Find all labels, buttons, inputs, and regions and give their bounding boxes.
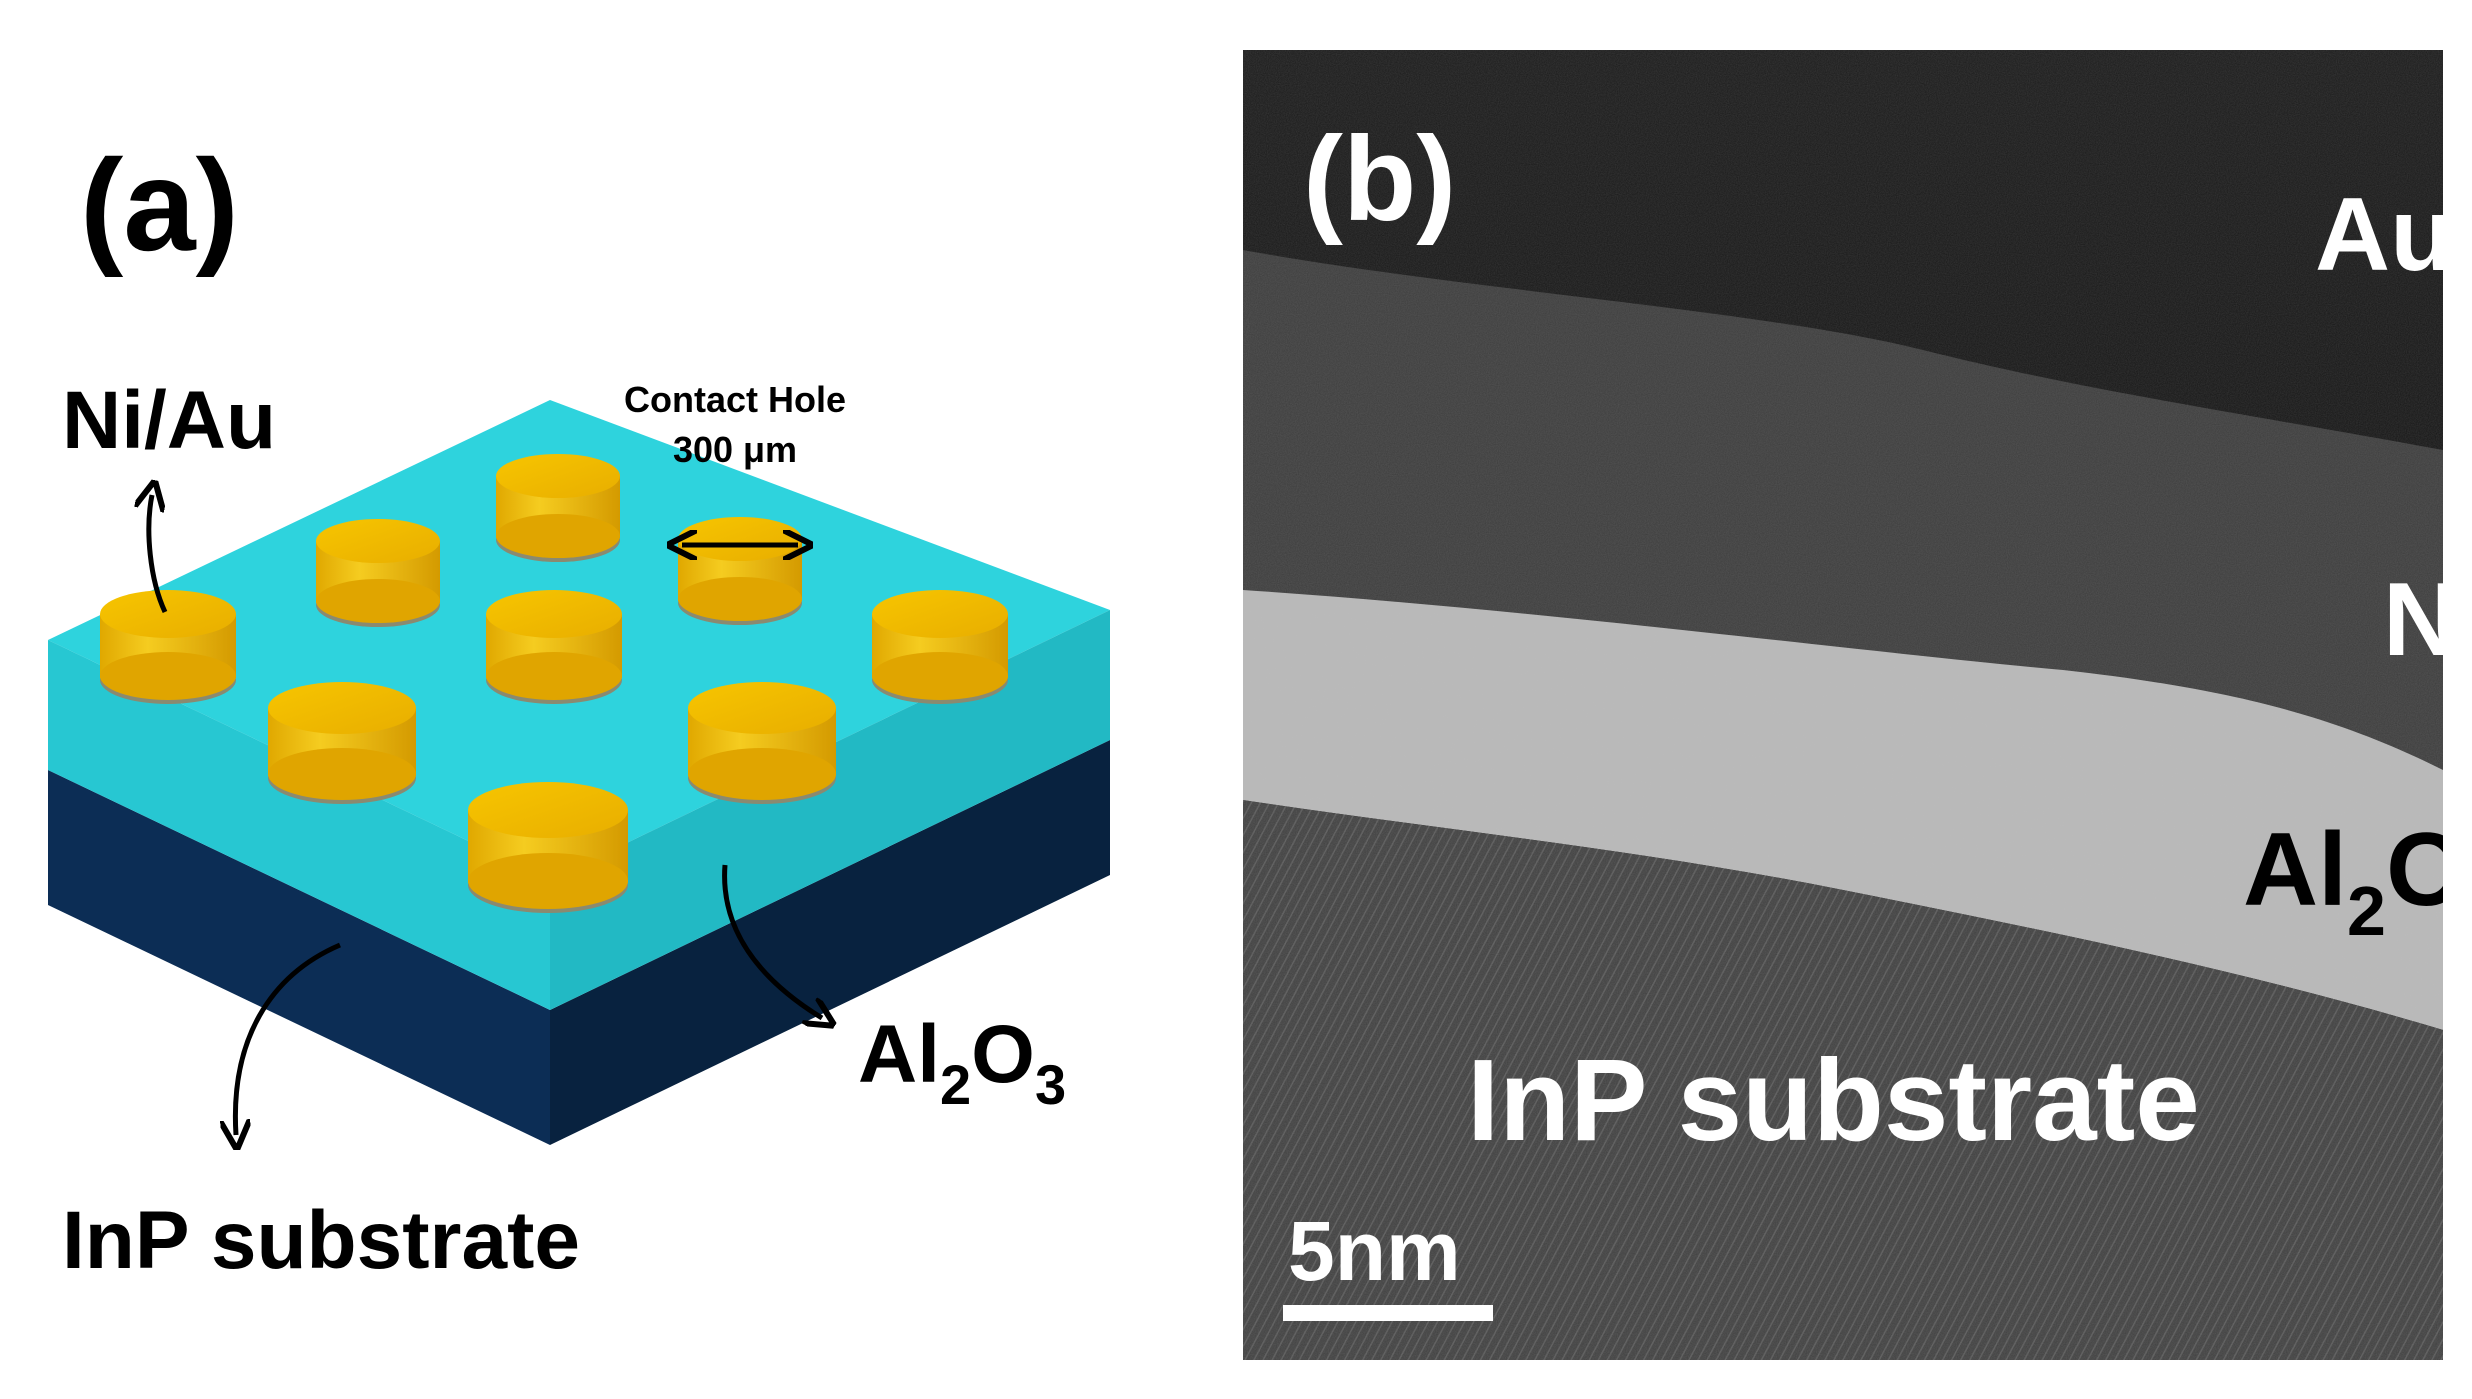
panel-b-label: (b) bbox=[1303, 112, 1456, 246]
contact-pad bbox=[268, 682, 416, 804]
contact-pad bbox=[316, 519, 440, 627]
substrate-left-face bbox=[48, 770, 550, 1145]
substrate-right-face bbox=[550, 740, 1110, 1145]
contact-hole-title: Contact Hole bbox=[624, 379, 846, 420]
oxide-right-edge bbox=[550, 610, 1110, 1010]
scale-bar-label: 5nm bbox=[1288, 1204, 1461, 1298]
ni-au-pointer-arrow bbox=[149, 495, 168, 614]
ni-layer-label: Ni bbox=[2383, 562, 2443, 678]
ni-au-label: Ni/Au bbox=[62, 375, 276, 466]
contact-pad bbox=[496, 454, 620, 562]
contact-pad bbox=[872, 590, 1008, 704]
al2o3-label-a: Al2O3 bbox=[858, 1009, 1066, 1116]
contact-pad bbox=[486, 590, 622, 704]
contact-pad bbox=[468, 782, 628, 913]
contact-pad bbox=[100, 590, 236, 704]
oxide-left-edge bbox=[48, 640, 550, 1010]
tem-image-panel: (b) Au Ni Al2O3 InP substrate 5nm bbox=[1243, 50, 2472, 1360]
substrate-label-b: InP substrate bbox=[1467, 1035, 2200, 1165]
contact-pad bbox=[688, 682, 836, 804]
contact-pad bbox=[678, 517, 802, 625]
au-layer-label: Au bbox=[2315, 177, 2443, 293]
tem-image-svg: (b) Au Ni Al2O3 InP substrate 5nm bbox=[1243, 50, 2472, 1360]
device-schematic-svg: (a) bbox=[48, 132, 1110, 1286]
scale-bar bbox=[1283, 1305, 1493, 1321]
substrate-label-a: InP substrate bbox=[62, 1195, 580, 1286]
device-schematic-panel: (a) bbox=[0, 0, 1220, 1394]
panel-a-label: (a) bbox=[80, 132, 239, 278]
contact-hole-size: 300 μm bbox=[673, 429, 797, 470]
tem-grain-texture bbox=[1243, 50, 2443, 1360]
substrate-pointer-arrow bbox=[235, 942, 341, 1135]
al2o3-pointer-arrow bbox=[722, 864, 822, 1018]
